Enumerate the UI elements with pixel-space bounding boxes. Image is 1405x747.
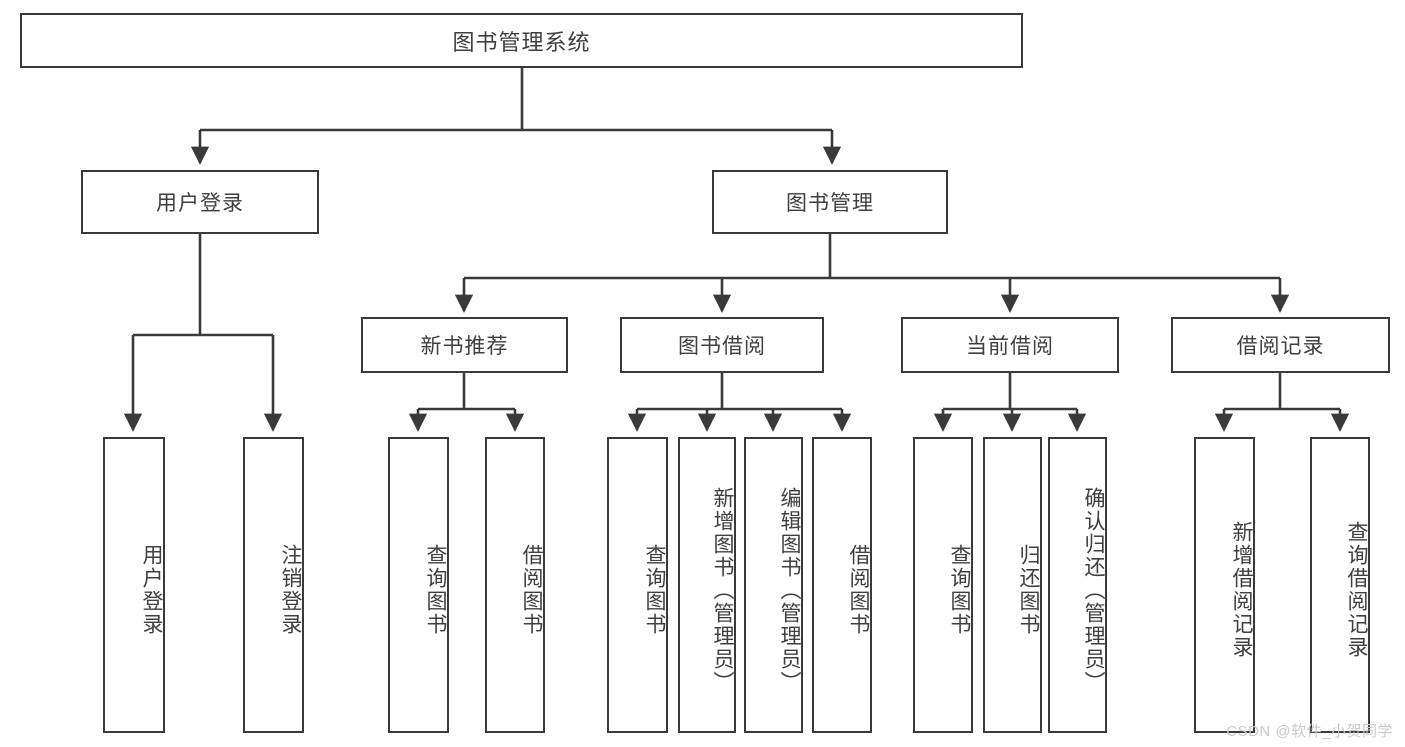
node-leaf-8[interactable]: 查询图书 — [913, 437, 973, 733]
node-leaf-5[interactable]: 新增图书（管理员） — [678, 437, 736, 733]
node-level3-1[interactable]: 图书借阅 — [620, 317, 824, 373]
node-level2-0[interactable]: 用户登录 — [81, 170, 319, 234]
node-leaf-1[interactable]: 注销登录 — [243, 437, 304, 733]
node-leaf-4[interactable]: 查询图书 — [607, 437, 668, 733]
node-level2-1[interactable]: 图书管理 — [712, 170, 948, 234]
node-leaf-7[interactable]: 借阅图书 — [812, 437, 872, 733]
node-leaf-9[interactable]: 归还图书 — [983, 437, 1042, 733]
node-leaf-3[interactable]: 借阅图书 — [485, 437, 545, 733]
node-root[interactable]: 图书管理系统 — [20, 13, 1023, 68]
node-level3-0[interactable]: 新书推荐 — [361, 317, 568, 373]
node-leaf-2[interactable]: 查询图书 — [388, 437, 449, 733]
node-level3-2[interactable]: 当前借阅 — [901, 317, 1119, 373]
node-leaf-11[interactable]: 新增借阅记录 — [1194, 437, 1255, 733]
watermark-credit: CSDN @软件_小贺同学 — [1226, 723, 1393, 740]
node-leaf-12[interactable]: 查询借阅记录 — [1310, 437, 1370, 733]
node-leaf-10[interactable]: 确认归还（管理员） — [1048, 437, 1107, 733]
node-leaf-0[interactable]: 用户登录 — [103, 437, 165, 733]
node-level3-3[interactable]: 借阅记录 — [1171, 317, 1390, 373]
node-leaf-6[interactable]: 编辑图书（管理员） — [744, 437, 803, 733]
